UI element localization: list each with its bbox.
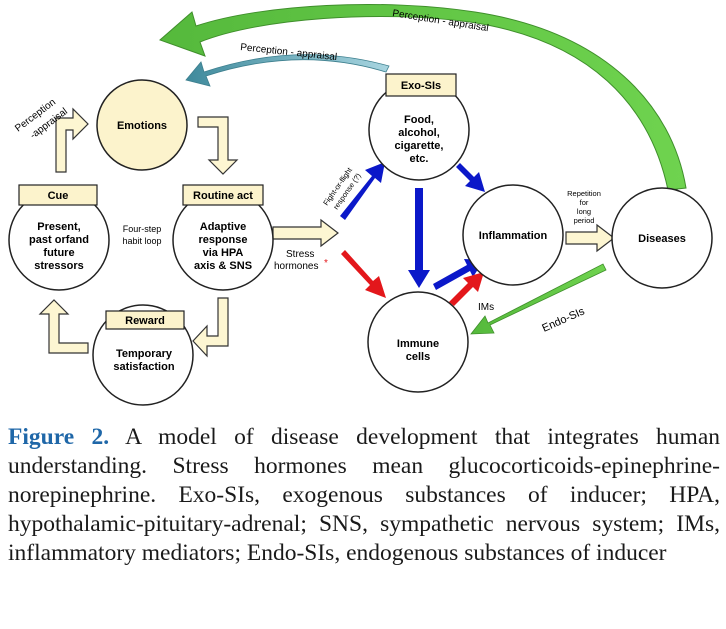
cue-header [18,184,98,206]
ims-label: IMs [478,302,494,313]
immune-to-inflammation-blue-arrow [433,259,484,290]
habit-loop-label-2: habit loop [122,236,161,246]
emotions-node [96,79,188,171]
stress-to-exo-arrow [340,162,385,220]
exo-text-3: cigarette, [395,140,444,152]
cue-text-1: Present, [37,221,80,233]
inflammation-label: Inflammation [479,230,548,242]
perception-appraisal-top-arrow [159,3,687,191]
exo-text-2: alcohol, [398,127,440,139]
figure-label: Figure 2. [8,424,110,450]
perception-appraisal-mid-arrow [185,54,390,87]
exo-text-4: etc. [410,153,429,165]
stress-label-2: hormones [274,261,318,272]
routine-header-label: Routine act [193,190,253,202]
diseases-label: Diseases [638,233,686,245]
routine-to-reward-arrow [192,297,229,358]
repetition-label-3: long [577,207,591,216]
routine-header [182,184,264,206]
diseases-node [611,187,713,289]
immune-cells-node [367,291,469,393]
reward-to-cue-arrow [38,299,89,354]
repetition-label-2: for [580,198,589,207]
exo-text-1: Food, [404,114,434,126]
immune-text-1: Immune [397,338,439,350]
endo-sis-arrow [470,263,607,335]
figure-caption: Figure 2. A model of disease development… [8,423,720,568]
reward-text-2: satisfaction [113,361,174,373]
stress-label-1: Stress [286,249,314,260]
cue-text-2: past orfand [29,234,89,246]
routine-text-4: axis & SNS [194,260,252,272]
emotions-label: Emotions [117,120,167,132]
emotions-to-routine-arrow [197,116,239,175]
reward-text-1: Temporary [116,348,173,360]
reward-header-label: Reward [125,315,165,327]
repetition-label-1: Repetition [567,189,601,198]
immune-to-inflammation-red-arrow [449,272,484,306]
cue-header-label: Cue [48,190,69,202]
inflammation-to-diseases-arrow [565,223,615,253]
cue-text-4: stressors [34,260,84,272]
routine-text-2: response [199,234,248,246]
cue-text-3: future [43,247,74,259]
cue-to-emotions-arrow [55,107,89,173]
reward-header [105,310,185,330]
repetition-label-4: period [574,216,595,225]
disease-model-diagram: Emotions Cue Present, past orfand future… [8,3,713,406]
figure-caption-text: A model of disease development that inte… [8,424,721,566]
exo-to-inflammation-arrow [456,163,485,192]
routine-to-stress-arrow [272,218,339,248]
exo-sis-header-label: Exo-SIs [401,80,441,92]
inflammation-node [462,184,564,286]
stress-to-immune-arrow [341,250,386,298]
routine-text-1: Adaptive [200,221,246,233]
routine-text-3: via HPA [203,247,244,259]
reward-node [92,304,194,406]
exo-to-immune-arrow [408,188,430,288]
immune-text-2: cells [406,351,430,363]
stress-asterisk: * [324,258,328,269]
endo-sis-label: Endo-SIs [540,305,587,335]
habit-loop-label-1: Four-step [123,224,162,234]
exo-sis-header [385,73,457,97]
